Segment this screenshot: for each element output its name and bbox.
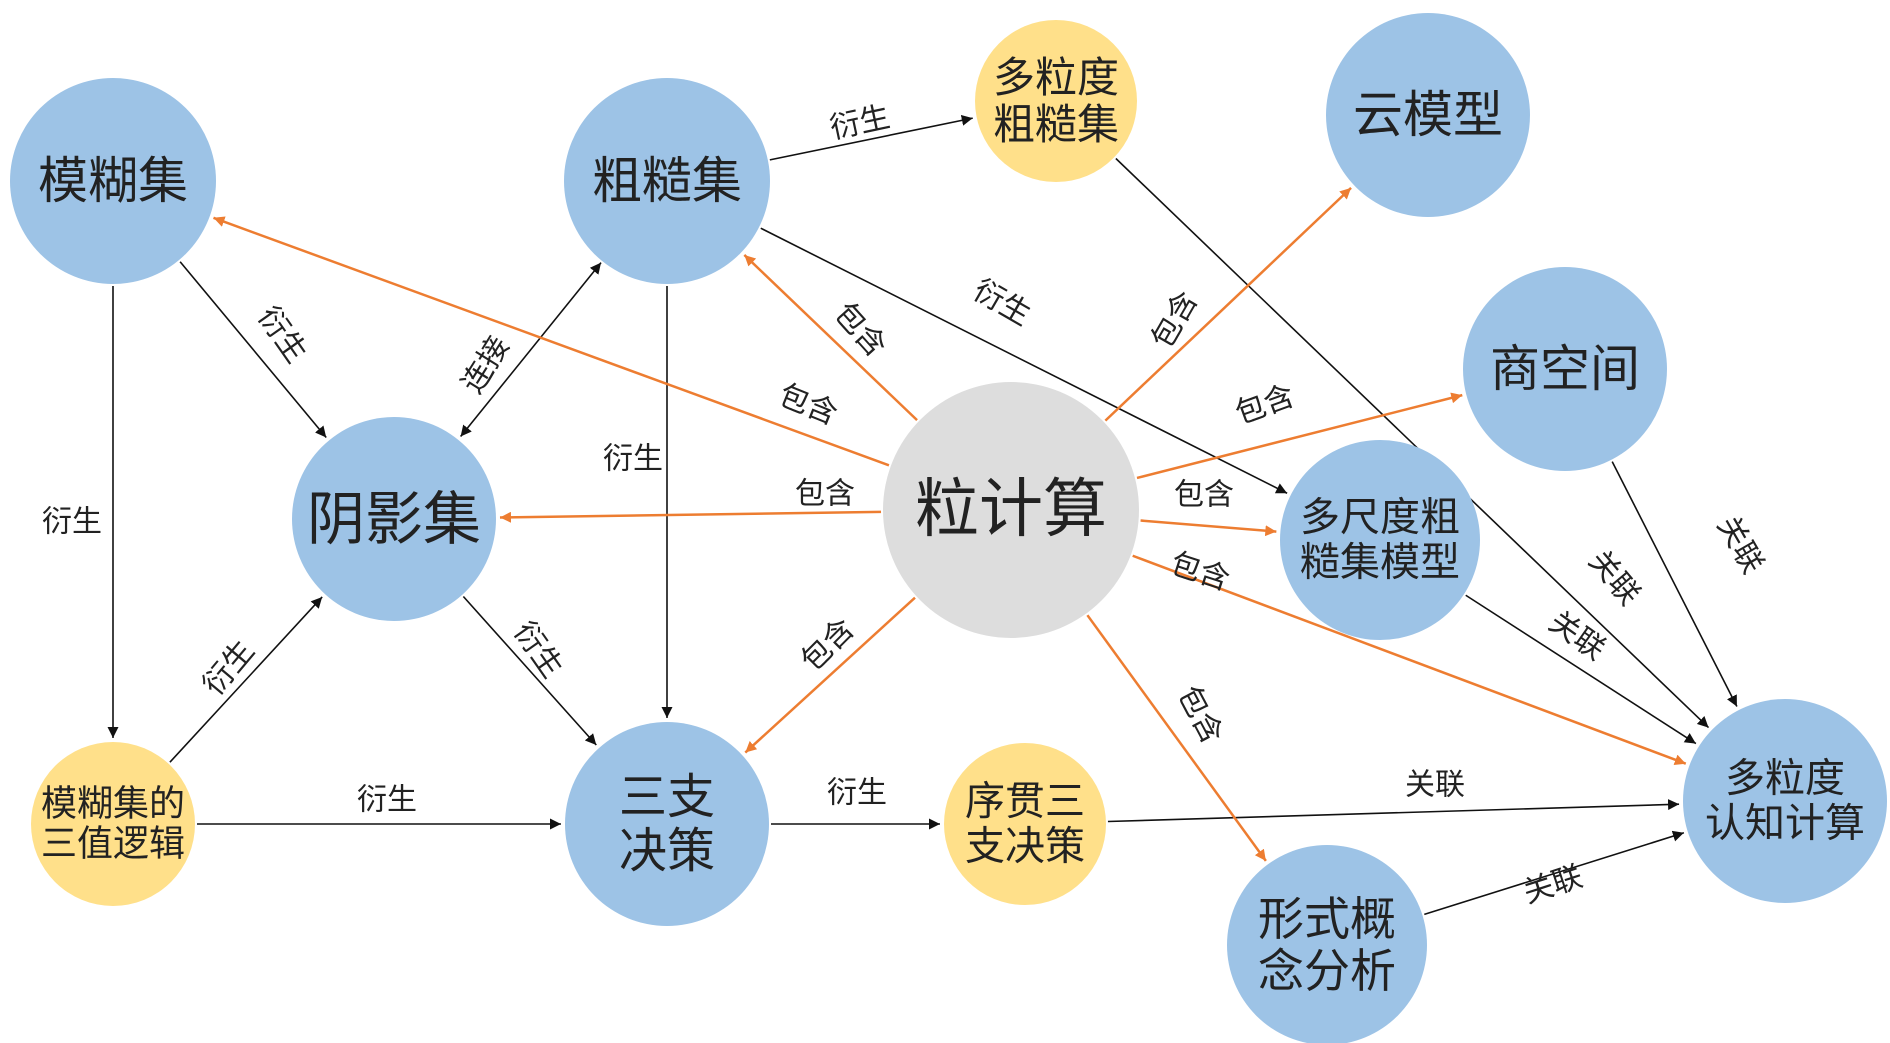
edge-lijisuan-to-sanzhi_juece	[744, 596, 916, 754]
node-circle-sanzhi_juece	[565, 722, 769, 926]
node-label-duochidu: 多尺度粗	[1300, 495, 1460, 541]
edge-label-lijisuan-to-duolidu_renzhi: 包含	[1166, 546, 1234, 598]
node-circle-yinyingji	[292, 417, 496, 621]
node-yunmoxing: 云模型	[1326, 13, 1530, 217]
node-circle-duolidu_cucaoji	[975, 20, 1137, 182]
edge-cucaoji-to-duochidu	[760, 227, 1288, 494]
node-label-sanzhi_juece: 决策	[619, 823, 715, 879]
edge-label-lijisuan-to-yinyingji: 包含	[795, 477, 855, 512]
edge-label-mohuji-to-mohuji_sanzhi: 衍生	[42, 505, 102, 540]
edge-mohuji-to-yinyingji	[179, 261, 327, 439]
edge-label-cucaoji-to-sanzhi_juece: 衍生	[603, 442, 663, 477]
node-label-mohuji_sanzhi: 三值逻辑	[41, 824, 185, 865]
nodes-layer: 模糊集粗糙集多粒度粗糙集云模型商空间阴影集粒计算多尺度粗糙集模型模糊集的三值逻辑…	[10, 13, 1887, 1043]
edge-label-duolidu_cucaoji-to-duolidu_renzhi: 关联	[1581, 544, 1646, 612]
node-circle-shangkongjian	[1463, 267, 1667, 471]
node-label-cucaoji: 粗糙集	[592, 152, 742, 210]
edge-label-mohuji_sanzhi-to-sanzhi_juece: 衍生	[357, 783, 417, 818]
node-label-shangkongjian: 商空间	[1490, 340, 1640, 398]
edge-label-duochidu-to-duolidu_renzhi: 关联	[1542, 604, 1611, 667]
node-circle-duochidu	[1280, 440, 1480, 640]
edge-label-cucaoji-to-duochidu: 衍生	[967, 273, 1036, 333]
edge-label-sanzhi_juece-to-xuguan: 衍生	[827, 776, 887, 811]
edge-yinyingji-to-sanzhi_juece	[462, 595, 597, 746]
edges-layer	[107, 114, 1738, 916]
edge-label-yinyingji-to-sanzhi_juece: 衍生	[506, 615, 569, 684]
node-yinyingji: 阴影集	[292, 417, 496, 621]
node-circle-yunmoxing	[1326, 13, 1530, 217]
edge-label-lijisuan-to-shangkongjian: 包含	[1231, 378, 1299, 431]
edge-duochidu-to-duolidu_renzhi	[1465, 594, 1697, 745]
node-label-mohuji_sanzhi: 模糊集的	[41, 783, 185, 824]
node-circle-mohuji	[10, 78, 216, 284]
node-label-xingshi: 形式概	[1258, 892, 1396, 946]
edge-label-lijisuan-to-duochidu: 包含	[1174, 478, 1234, 513]
node-label-sanzhi_juece: 三支	[619, 769, 715, 825]
edge-label-mohuji_sanzhi-to-yinyingji: 衍生	[196, 634, 261, 702]
node-label-yinyingji: 阴影集	[307, 485, 481, 553]
edge-label-xuguan-to-duolidu_renzhi: 关联	[1405, 768, 1465, 803]
node-cucaoji: 粗糙集	[564, 78, 770, 284]
node-label-duolidu_renzhi: 认知计算	[1705, 800, 1865, 846]
node-label-xuguan: 序贯三	[965, 779, 1085, 825]
edge-xingshi-to-duolidu_renzhi	[1424, 830, 1685, 916]
edge-lijisuan-to-xingshi	[1086, 614, 1267, 862]
edge-lijisuan-to-shangkongjian	[1136, 392, 1463, 480]
edge-lijisuan-to-yinyingji	[499, 510, 882, 523]
edge-label-lijisuan-to-mohuji: 包含	[774, 378, 843, 433]
node-circle-xingshi	[1227, 845, 1427, 1043]
node-label-yunmoxing: 云模型	[1353, 86, 1503, 144]
node-circle-cucaoji	[564, 78, 770, 284]
node-label-duolidu_renzhi: 多粒度	[1725, 756, 1845, 802]
edge-label-shangkongjian-to-duolidu_renzhi: 关联	[1710, 510, 1770, 579]
edge-lijisuan-to-duolidu_renzhi	[1132, 554, 1687, 765]
edge-labels-layer: 衍生衍生衍生衍生连接衍生衍生衍生衍生衍生关联关联关联关联关联包含包含包含包含包含…	[42, 100, 1770, 911]
edge-mohuji_sanzhi-to-yinyingji	[169, 596, 323, 763]
edge-cucaoji-to-yinyingji	[459, 262, 602, 438]
edge-shangkongjian-to-duolidu_renzhi	[1611, 461, 1738, 707]
edge-lijisuan-to-yunmoxing	[1104, 186, 1352, 422]
node-shangkongjian: 商空间	[1463, 267, 1667, 471]
edge-label-mohuji-to-yinyingji: 衍生	[250, 300, 313, 369]
edge-xuguan-to-duolidu_renzhi	[1107, 799, 1680, 823]
node-label-duolidu_cucaoji: 粗糙集	[993, 100, 1119, 149]
node-lijisuan: 粒计算	[883, 382, 1139, 638]
edge-cucaoji-to-duolidu_cucaoji	[769, 114, 973, 161]
edge-label-cucaoji-to-duolidu_cucaoji: 衍生	[827, 100, 893, 147]
node-circle-mohuji_sanzhi	[31, 742, 195, 906]
edge-lijisuan-to-duochidu	[1140, 519, 1277, 537]
edge-lijisuan-to-cucaoji	[743, 254, 918, 422]
edge-duolidu_cucaoji-to-duolidu_renzhi	[1115, 157, 1710, 729]
edge-label-lijisuan-to-sanzhi_juece: 包含	[794, 611, 861, 678]
node-circle-duolidu_renzhi	[1683, 699, 1887, 903]
edge-label-lijisuan-to-xingshi: 包含	[1170, 680, 1229, 749]
node-label-xingshi: 念分析	[1258, 944, 1396, 998]
node-label-xuguan: 支决策	[965, 823, 1085, 869]
edge-lijisuan-to-mohuji	[213, 216, 890, 467]
edge-label-lijisuan-to-cucaoji: 包含	[827, 296, 893, 364]
node-label-duolidu_cucaoji: 多粒度	[993, 53, 1119, 102]
node-circle-xuguan	[944, 743, 1106, 905]
node-circle-lijisuan	[883, 382, 1139, 638]
edge-label-lijisuan-to-yunmoxing: 包含	[1145, 285, 1205, 354]
edge-label-cucaoji-to-yinyingji: 连接	[455, 330, 516, 399]
node-label-lijisuan: 粒计算	[915, 473, 1107, 547]
edge-label-xingshi-to-duolidu_renzhi: 关联	[1519, 859, 1587, 911]
node-label-duochidu: 糙集模型	[1300, 539, 1460, 585]
node-mohuji: 模糊集	[10, 78, 216, 284]
node-label-mohuji: 模糊集	[38, 152, 188, 210]
